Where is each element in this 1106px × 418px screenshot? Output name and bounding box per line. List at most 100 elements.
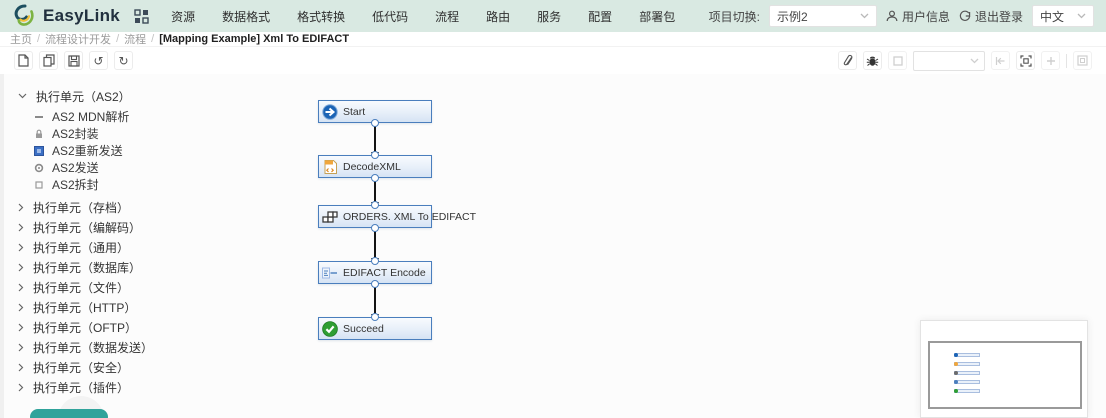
flow-edge (371, 230, 379, 265)
node-label: Succeed (343, 322, 384, 335)
tree-group-codec[interactable]: 执行单元（编解码） (4, 217, 260, 237)
nav-item-data-format[interactable]: 数据格式 (222, 9, 271, 24)
apps-grid-icon[interactable] (134, 8, 149, 24)
flow-edge (371, 125, 379, 159)
language-select[interactable]: 中文 (1032, 5, 1094, 27)
nav-item-config[interactable]: 配置 (588, 9, 613, 24)
user-info-label: 用户信息 (901, 9, 950, 24)
tree-group-oftp[interactable]: 执行单元（OFTP） (4, 317, 260, 337)
new-file-icon (18, 54, 29, 67)
nav-item-flow[interactable]: 流程 (435, 9, 460, 24)
tree-item-as2-send[interactable]: AS2发送 (4, 159, 260, 176)
tree-group-plugin[interactable]: 执行单元（插件） (4, 377, 260, 397)
nav-item-service[interactable]: 服务 (537, 9, 562, 24)
minimap-viewport[interactable] (928, 341, 1082, 409)
node-port-top[interactable] (371, 257, 379, 265)
flow-edge (371, 286, 379, 321)
tree-group-label: 执行单元（AS2） (36, 89, 131, 104)
project-select[interactable]: 示例2 (768, 5, 877, 27)
tree-group-label: 执行单元（文件） (33, 280, 130, 295)
breadcrumb-flow[interactable]: 流程 (124, 34, 147, 46)
node-label: DecodeXML (343, 160, 401, 173)
save-icon (67, 54, 80, 67)
gear-icon (34, 163, 44, 172)
execution-unit-tree: 执行单元（AS2） AS2 MDN解析 AS2封装 AS2重新发送 (4, 74, 260, 397)
nav-item-route[interactable]: 路由 (486, 9, 511, 24)
version-select[interactable] (913, 50, 985, 71)
start-icon (322, 103, 338, 120)
node-port-bottom[interactable] (371, 280, 379, 288)
nav-item-lowcode[interactable]: 低代码 (372, 9, 409, 24)
chevron-right-icon (18, 263, 24, 272)
tree-group-security[interactable]: 执行单元（安全） (4, 357, 260, 377)
stop-button[interactable] (888, 51, 907, 70)
tree-group-data-send[interactable]: 执行单元（数据发送） (4, 337, 260, 357)
project-switch-label: 项目切换: (708, 9, 760, 24)
node-port-bottom[interactable] (371, 119, 379, 127)
redo-button[interactable]: ↻ (114, 51, 133, 70)
node-port-bottom[interactable] (371, 224, 379, 232)
flow-node-edifact-encode[interactable]: EDIFACT Encode (318, 257, 432, 288)
attach-button[interactable] (838, 51, 857, 70)
fit-screen-button[interactable] (1016, 51, 1035, 70)
collapse-left-button[interactable] (991, 51, 1010, 70)
project-select-value: 示例2 (776, 9, 808, 24)
new-file-button[interactable] (14, 51, 33, 70)
tree-group-label: 执行单元（数据发送） (33, 340, 154, 355)
tree-group-general[interactable]: 执行单元（通用） (4, 237, 260, 257)
debug-button[interactable] (863, 51, 882, 70)
xml-file-icon (322, 159, 338, 175)
node-port-bottom[interactable] (371, 174, 379, 182)
box-icon (35, 180, 43, 189)
tree-group-database[interactable]: 执行单元（数据库） (4, 257, 260, 277)
nav-item-format-convert[interactable]: 格式转换 (297, 9, 346, 24)
flow-node-start[interactable]: Start (318, 100, 432, 127)
lock-icon (36, 129, 42, 138)
floating-widget[interactable] (30, 409, 108, 418)
tree-item-label: AS2发送 (52, 161, 99, 175)
zoom-in-button[interactable] (1041, 51, 1060, 70)
flow-node-succeed[interactable]: Succeed (318, 313, 432, 340)
minimap-node (954, 362, 980, 366)
flow-node-orders-xml-to-edifact[interactable]: ORDERS. XML To EDIFACT (318, 201, 476, 232)
node-port-top[interactable] (371, 201, 379, 209)
chevron-down-icon (18, 93, 27, 99)
tree-item-as2-mdn-parse[interactable]: AS2 MDN解析 (4, 108, 260, 125)
stop-square-icon (892, 55, 903, 66)
plus-icon (1046, 56, 1055, 65)
tree-group-http[interactable]: 执行单元（HTTP） (4, 297, 260, 317)
copy-button[interactable] (39, 51, 58, 70)
node-port-top[interactable] (371, 151, 379, 159)
bug-icon (866, 56, 879, 66)
tree-group-archive[interactable]: 执行单元（存档） (4, 197, 260, 217)
tree-item-as2-pack[interactable]: AS2封装 (4, 125, 260, 142)
language-select-value: 中文 (1040, 9, 1065, 24)
save-button[interactable] (64, 51, 83, 70)
tree-group-file[interactable]: 执行单元（文件） (4, 277, 260, 297)
tree-group-label: 执行单元（数据库） (33, 260, 142, 275)
flow-toolbar: ↺ ↻ (0, 47, 1106, 74)
app-header: EasyLink 资源 数据格式 格式转换 低代码 流程 路由 服务 配置 部署… (0, 0, 1106, 32)
frame-button[interactable] (1073, 51, 1092, 70)
flow-edge (371, 180, 379, 209)
sidebar-scrollbar[interactable] (0, 74, 4, 418)
breadcrumb-home[interactable]: 主页 (10, 34, 32, 46)
collapse-left-icon (995, 56, 1005, 65)
breadcrumb-flow-design[interactable]: 流程设计开发 (45, 34, 112, 46)
node-port-top[interactable] (371, 313, 379, 321)
undo-button[interactable]: ↺ (89, 51, 108, 70)
flow-designer-canvas: 执行单元（AS2） AS2 MDN解析 AS2封装 AS2重新发送 (0, 74, 1106, 418)
tree-group-label: 执行单元（存档） (33, 200, 130, 215)
logout-button[interactable]: 退出登录 (959, 8, 1023, 25)
nav-item-deploy-package[interactable]: 部署包 (639, 9, 676, 24)
tree-item-as2-resend[interactable]: AS2重新发送 (4, 142, 260, 159)
nav-item-resources[interactable]: 资源 (171, 9, 196, 24)
chevron-down-icon (970, 58, 979, 63)
succeed-icon (322, 320, 338, 337)
user-info-button[interactable]: 用户信息 (886, 8, 950, 25)
tree-group-as2[interactable]: 执行单元（AS2） (4, 86, 260, 106)
tree-item-as2-unpack[interactable]: AS2拆封 (4, 176, 260, 193)
flow-node-decodexml[interactable]: DecodeXML (318, 151, 432, 182)
chevron-right-icon (18, 303, 24, 312)
minimap-node (954, 380, 980, 384)
